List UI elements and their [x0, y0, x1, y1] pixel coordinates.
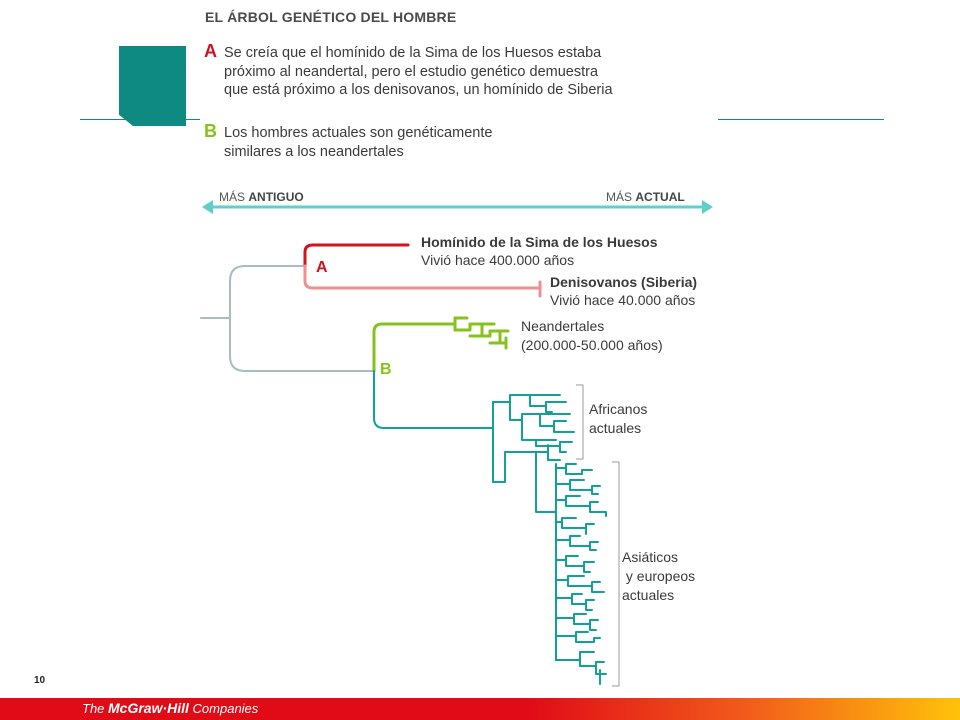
neandertal-twig — [453, 322, 484, 338]
neandertal-twig — [480, 329, 502, 345]
footer-bar: The McGraw·Hill Companies — [0, 698, 960, 720]
label-sima-name: Homínido de la Sima de los Huesos — [421, 234, 658, 250]
note-a-letter: A — [204, 41, 217, 61]
branch-neandertal-stem — [372, 322, 457, 373]
african-branch — [539, 413, 575, 433]
african-branch — [509, 401, 555, 427]
asian-branch — [555, 631, 601, 643]
label-asiaticos: actuales — [622, 587, 675, 603]
label-sima-age: Vivió hace 400.000 años — [421, 252, 575, 268]
figure-title: EL ÁRBOL GENÉTICO DEL HOMBRE — [205, 9, 457, 25]
branch-group-a — [303, 243, 542, 298]
label-denisovans-name: Denisovanos (Siberia) — [550, 274, 698, 290]
note-a-line: próximo al neandertal, pero el estudio g… — [224, 63, 599, 80]
timeline-arrow — [202, 200, 713, 214]
bracket-africanos — [576, 384, 584, 460]
label-africanos: Africanos — [589, 401, 648, 417]
branch-denisovans — [303, 264, 542, 290]
node-label-b: B — [380, 361, 392, 378]
publisher-suffix: Companies — [188, 701, 259, 716]
asian-branch — [555, 613, 599, 631]
node-label-a: A — [316, 259, 328, 276]
timeline-label-older: MÁS ANTIGUO — [219, 190, 304, 204]
note-a-text: Se creía que el homínido de la Sima de l… — [224, 44, 613, 100]
timeline-older-strong: ANTIGUO — [248, 190, 304, 204]
asian-branch — [555, 517, 595, 535]
note-b-letter: B — [204, 121, 217, 141]
label-neandertales-name: Neandertales — [521, 318, 605, 334]
timeline-label-newer: MÁS ACTUAL — [606, 190, 685, 204]
asian-branch — [555, 555, 595, 573]
branch-sima — [303, 243, 410, 268]
label-asiaticos: y europeos — [622, 568, 696, 584]
header-rule-left — [80, 119, 200, 120]
asian-trunk — [492, 451, 557, 513]
asian-branch — [555, 651, 607, 685]
publisher-brand: McGraw·Hill — [108, 700, 189, 716]
teal-tab-decoration — [119, 46, 186, 126]
branch-group-b — [372, 316, 510, 373]
page-number: 10 — [34, 675, 46, 686]
note-b-text: Los hombres actuales son genéticamente s… — [224, 124, 492, 161]
timeline-newer-strong: ACTUAL — [635, 190, 685, 204]
label-neandertales-age: (200.000-50.000 años) — [521, 337, 663, 353]
asian-branch — [555, 495, 607, 517]
african-branch — [529, 394, 567, 413]
branch-modern — [373, 370, 607, 685]
timeline-newer-prefix: MÁS — [606, 190, 633, 204]
root-split — [229, 265, 375, 372]
branch-modern-stem — [373, 370, 494, 429]
label-asiaticos: Asiáticos — [622, 549, 679, 565]
root-branches — [200, 265, 375, 372]
timeline-arrowhead-left — [202, 200, 213, 214]
bracket-asiaticos — [612, 461, 620, 687]
header-rule-right — [717, 119, 884, 120]
asian-branch — [555, 575, 605, 593]
note-a-line: Se creía que el homínido de la Sima de l… — [224, 45, 602, 61]
asian-branch — [555, 593, 595, 611]
asian-branch — [555, 463, 593, 475]
african-branch — [535, 439, 573, 453]
label-denisovans-age: Vivió hace 40.000 años — [550, 292, 696, 308]
timeline-older-prefix: MÁS — [219, 190, 246, 204]
note-b-line: Los hombres actuales son genéticamente — [224, 125, 493, 141]
asian-branch — [555, 535, 599, 551]
note-b-line: similares a los neandertales — [224, 143, 404, 160]
asian-branch — [535, 444, 561, 461]
timeline-arrowhead-right — [702, 200, 713, 214]
publisher-prefix: The — [82, 701, 109, 716]
figure-panel — [200, 0, 718, 698]
note-a-line: que está próximo a los denisovanos, un h… — [224, 82, 613, 98]
group-brackets — [576, 384, 620, 687]
label-africanos: actuales — [589, 420, 642, 436]
african-branch — [492, 394, 547, 407]
publisher-logo: The McGraw·Hill Companies — [82, 700, 258, 716]
asian-branch — [555, 479, 601, 495]
